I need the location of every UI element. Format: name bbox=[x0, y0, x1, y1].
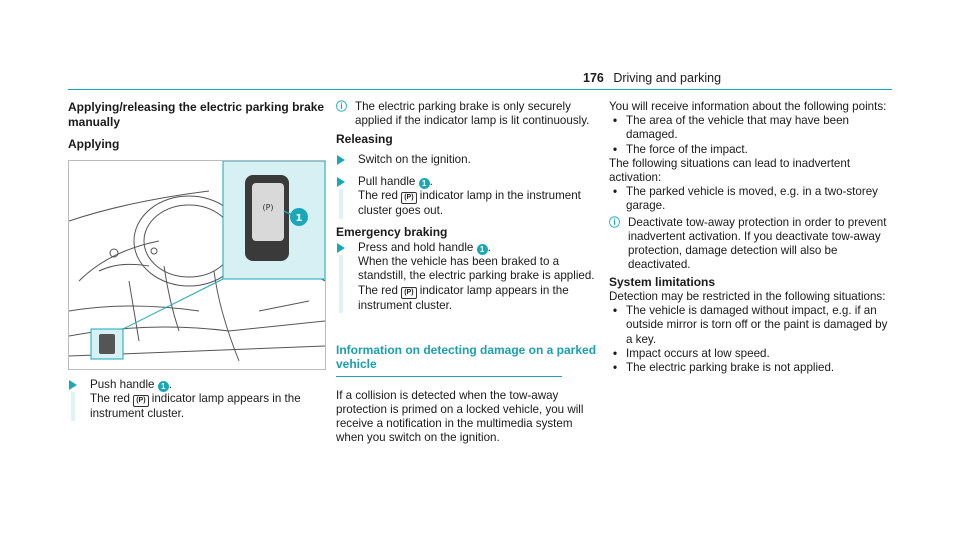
step-bar bbox=[339, 255, 343, 313]
heading-underline bbox=[336, 375, 562, 377]
subheading-system-limitations: System limitations bbox=[609, 275, 716, 290]
column-1: Applying/releasing the electric parking … bbox=[68, 100, 326, 152]
step-text: The red bbox=[90, 392, 130, 406]
parking-brake-illustration: (P) 1 bbox=[68, 160, 326, 370]
paragraph: If a collision is detected when the tow-… bbox=[336, 388, 584, 445]
bullet-icon: • bbox=[613, 304, 618, 318]
step-text: Push handle bbox=[90, 378, 155, 391]
parking-brake-icon: (P) bbox=[401, 286, 417, 299]
parking-brake-icon: (P) bbox=[133, 395, 149, 408]
step-arrow-icon bbox=[69, 380, 77, 390]
bullet-icon: • bbox=[613, 185, 618, 199]
list-item-text: Impact occurs at low speed. bbox=[626, 346, 770, 360]
step-text: Switch on the ignition. bbox=[358, 152, 471, 166]
subheading-applying: Applying bbox=[68, 137, 120, 151]
section-title: Driving and parking bbox=[613, 71, 722, 85]
step-text: Press and hold handle bbox=[358, 241, 474, 255]
step-arrow-icon bbox=[337, 154, 345, 165]
step-bar bbox=[339, 189, 343, 219]
page-number: 176 bbox=[583, 71, 604, 85]
list-item: • The force of the impact. bbox=[609, 143, 892, 157]
step-text: When the vehicle has been braked to a st… bbox=[358, 255, 595, 297]
list-item: • The vehicle is damaged without impact, … bbox=[609, 304, 892, 347]
paragraph: Detection may be restricted in the follo… bbox=[609, 289, 886, 303]
note-text: The electric parking brake is only secur… bbox=[355, 100, 590, 128]
note: ⓘ Deactivate tow-away protection in orde… bbox=[609, 216, 892, 273]
info-icon: ⓘ bbox=[336, 101, 347, 113]
note-text: Deactivate tow-away protection in order … bbox=[628, 215, 887, 272]
svg-text:1: 1 bbox=[296, 213, 303, 224]
list-item-text: The force of the impact. bbox=[626, 142, 748, 156]
subheading-emergency: Emergency braking bbox=[336, 224, 448, 239]
step-hold-handle: Press and hold handle 1. When the vehicl… bbox=[336, 241, 598, 313]
bullet-icon: • bbox=[613, 142, 618, 156]
bullet-icon: • bbox=[613, 360, 618, 374]
list-item: • The electric parking brake is not appli… bbox=[609, 361, 892, 375]
step-text: indicator lamp in the instrument cluster… bbox=[358, 189, 581, 218]
parking-brake-icon: (P) bbox=[401, 192, 417, 205]
list-item-text: The vehicle is damaged without impact, e… bbox=[626, 304, 888, 346]
list-item-text: The area of the vehicle that may have be… bbox=[626, 114, 849, 142]
step-push-handle: Push handle 1. The red (P) indicator lam… bbox=[68, 378, 326, 422]
list-item: • The area of the vehicle that may have b… bbox=[609, 114, 892, 142]
column-2: ⓘ The electric parking brake is only sec… bbox=[336, 100, 598, 446]
step-arrow-icon bbox=[337, 177, 345, 188]
info-icon: ⓘ bbox=[609, 216, 620, 229]
list-item: • The parked vehicle is moved, e.g. in a … bbox=[609, 185, 892, 213]
callout-badge: 1 bbox=[476, 244, 488, 256]
step-text: . bbox=[168, 378, 172, 391]
step-text: . bbox=[429, 175, 433, 189]
page-header: 176 Driving and parking bbox=[583, 71, 721, 85]
section-heading: Applying/releasing the electric parking … bbox=[68, 100, 325, 129]
step-arrow-icon bbox=[337, 243, 345, 254]
section-heading-damage-detection: Information on detecting damage on a par… bbox=[336, 342, 597, 372]
step-text: The red bbox=[358, 189, 398, 203]
step-ignition: Switch on the ignition. bbox=[336, 153, 598, 167]
step-pull-handle: Pull handle 1. The red (P) indicator lam… bbox=[336, 175, 598, 219]
step-text: Pull handle bbox=[358, 175, 416, 189]
callout-badge: 1 bbox=[418, 178, 430, 190]
step-text: indicator lamp appears in the instrument… bbox=[90, 392, 301, 421]
list-item-text: The parked vehicle is moved, e.g. in a t… bbox=[626, 185, 878, 213]
svg-text:(P): (P) bbox=[262, 203, 273, 212]
bullet-icon: • bbox=[613, 346, 618, 360]
list-item: • Impact occurs at low speed. bbox=[609, 347, 892, 361]
callout-badge: 1 bbox=[157, 381, 169, 392]
list-item-text: The electric parking brake is not applie… bbox=[626, 360, 835, 374]
subheading-releasing: Releasing bbox=[336, 132, 393, 147]
column-3: You will receive information about the f… bbox=[609, 100, 892, 375]
bullet-icon: • bbox=[613, 114, 618, 128]
step-text: . bbox=[487, 241, 491, 255]
step-bar bbox=[71, 392, 75, 422]
car-interior-drawing: (P) 1 bbox=[69, 161, 325, 362]
note: ⓘ The electric parking brake is only sec… bbox=[336, 100, 598, 128]
paragraph: The following situations can lead to ina… bbox=[609, 156, 851, 185]
paragraph: You will receive information about the f… bbox=[609, 100, 887, 113]
column-1-steps: Push handle 1. The red (P) indicator lam… bbox=[68, 378, 326, 422]
step-text: indicator lamp appears in the instrument… bbox=[358, 283, 569, 312]
header-divider bbox=[68, 89, 892, 90]
